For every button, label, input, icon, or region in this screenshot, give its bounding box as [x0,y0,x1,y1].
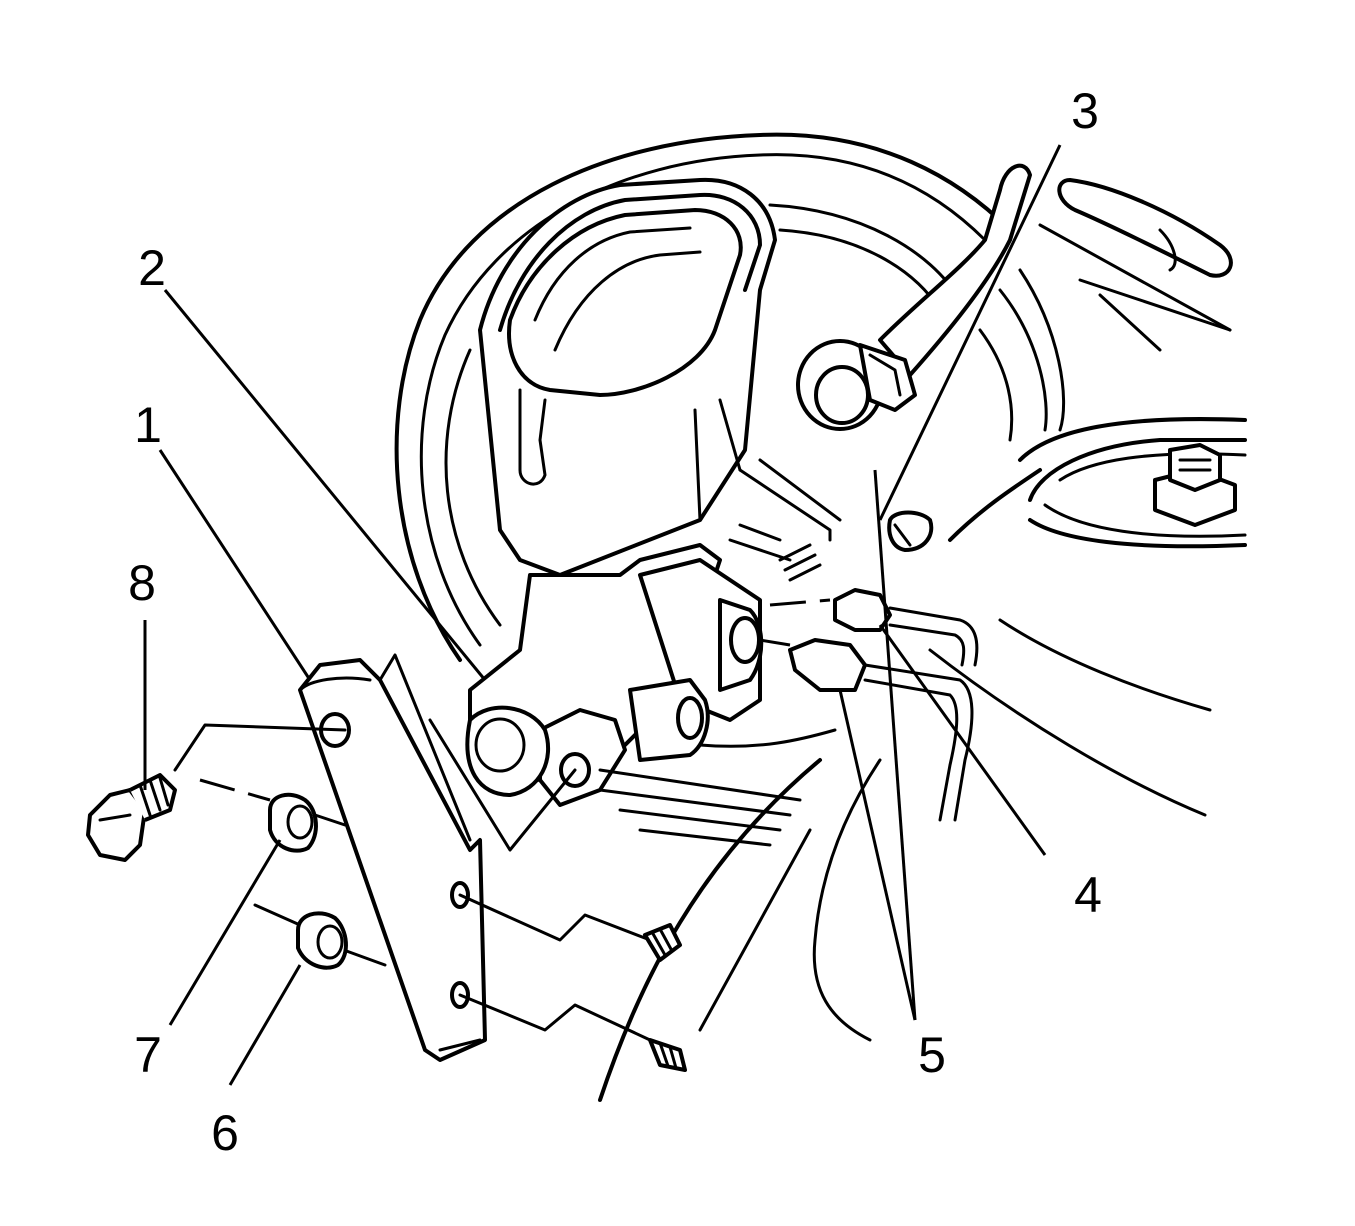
callout-8: 8 [128,555,156,611]
alignment-lines [173,718,652,1042]
brake-booster [394,132,1066,748]
callout-7: 7 [134,1027,162,1083]
stud-lower [648,1038,687,1072]
vacuum-hose [796,163,1233,431]
callout-5: 5 [918,1027,946,1083]
callout-3: 3 [1071,83,1099,139]
callout-labels: 1 2 3 4 5 6 7 8 [128,83,1102,1161]
callout-6: 6 [211,1105,239,1161]
bolt-8 [86,773,177,862]
callout-2: 2 [138,240,166,296]
callout-1: 1 [134,397,162,453]
stud-upper [643,923,682,962]
brake-lines [759,510,979,822]
fender-outline [598,758,882,1102]
master-cylinder-body [465,458,842,807]
mounting-bracket [298,653,487,1062]
strut-tower [928,417,1247,817]
nut-7 [268,792,318,853]
fluid-reservoir [478,177,777,577]
nut-6 [296,911,348,970]
callout-4: 4 [1074,867,1102,923]
callout-leaders [143,144,1062,1086]
